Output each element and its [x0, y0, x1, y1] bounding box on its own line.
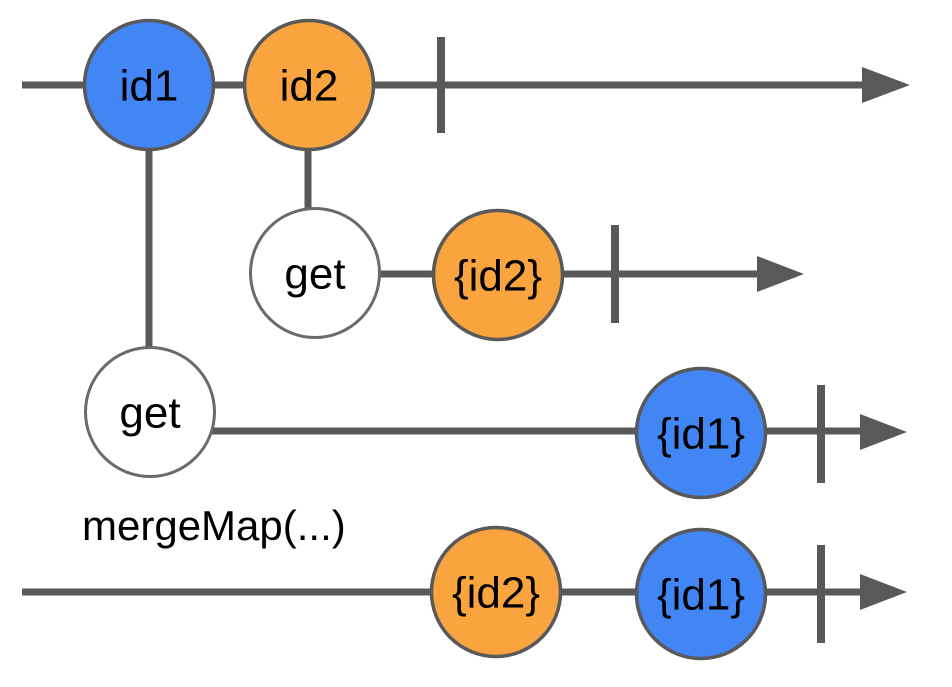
arrowheads: [757, 67, 910, 610]
marble-inner-id1-result-label: {id1}: [657, 409, 745, 458]
marble-inner-id1-get: [84, 346, 216, 478]
operator-label: mergeMap(...): [82, 502, 346, 549]
inner-id2-timeline-arrowhead-icon: [757, 256, 804, 292]
completion-ticks: [437, 37, 825, 643]
marble-inner-id2-get-label: get: [284, 249, 345, 298]
marble-inner-id1-result: [634, 366, 768, 500]
marbles: [82, 18, 768, 661]
marble-labels: id1 id2 get {id2} get {id1} {id2} {id1}: [119, 61, 745, 619]
marble-output-id2-label: {id2}: [452, 568, 540, 617]
marble-output-id1: [634, 527, 768, 661]
marble-source-id1: [82, 18, 216, 152]
source-timeline-arrowhead-icon: [862, 67, 910, 103]
marble-inner-id2-result-label: {id2}: [454, 251, 542, 300]
marble-inner-id2-result: [431, 208, 565, 342]
marble-output-id1-label: {id1}: [657, 570, 745, 619]
inner-id1-timeline-arrowhead-icon: [860, 414, 907, 450]
marble-inner-id2-get: [249, 207, 381, 339]
marble-source-id2-label: id2: [280, 61, 339, 110]
marble-source-id2: [242, 18, 376, 152]
marble-output-id2: [429, 525, 563, 659]
output-timeline-arrowhead-icon: [860, 574, 907, 610]
marble-source-id1-label: id1: [120, 61, 179, 110]
marble-inner-id1-get-label: get: [119, 388, 180, 437]
